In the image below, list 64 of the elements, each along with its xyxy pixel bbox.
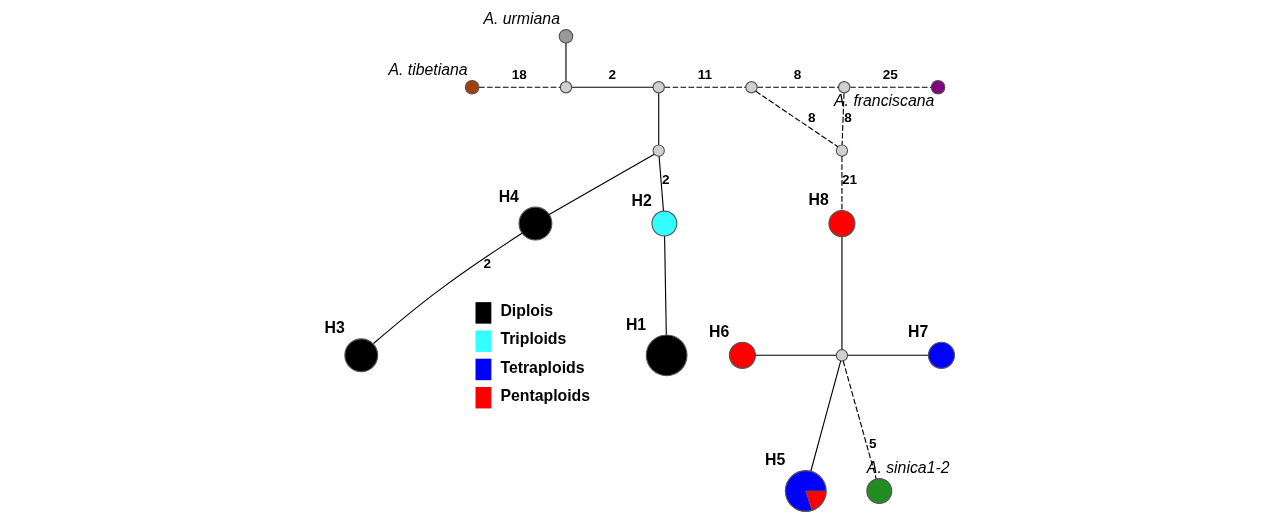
connector xyxy=(757,86,840,88)
connector xyxy=(847,354,929,356)
node-circle xyxy=(838,81,851,94)
node-label: H8 xyxy=(808,191,829,209)
connector xyxy=(841,92,845,146)
connector xyxy=(849,86,932,88)
legend-label: Tetraploids xyxy=(500,358,585,376)
connector xyxy=(478,86,561,88)
edge-label: 18 xyxy=(511,66,527,82)
node-label: H4 xyxy=(498,187,519,205)
node-circle xyxy=(927,341,956,369)
node-label: H6 xyxy=(709,322,730,340)
connector xyxy=(548,153,655,216)
edge-label: 2 xyxy=(662,172,670,188)
node-label: A. sinica1-2 xyxy=(866,459,950,477)
edge-label: 21 xyxy=(841,172,858,188)
connector xyxy=(658,155,664,212)
node-circle xyxy=(728,341,756,369)
edge-label: 11 xyxy=(697,66,713,82)
node-circle xyxy=(835,349,849,362)
node-circle xyxy=(652,81,665,94)
connector xyxy=(841,155,843,211)
edge-label: 5 xyxy=(869,435,877,451)
connector xyxy=(658,92,660,146)
connector xyxy=(841,236,843,351)
legend-label: Pentaploids xyxy=(500,386,591,404)
node-label: A. tibetiana xyxy=(388,61,468,79)
node-circle xyxy=(344,338,379,373)
node-circle xyxy=(835,144,849,157)
node-circle xyxy=(745,81,758,94)
node-label: H1 xyxy=(625,315,647,333)
legend-label: Diplois xyxy=(500,301,554,319)
connector xyxy=(664,235,667,336)
node-circle xyxy=(559,81,573,94)
node-circle xyxy=(518,206,553,241)
edge-label: 25 xyxy=(882,66,898,82)
node-label: H2 xyxy=(631,191,652,209)
node-label: H3 xyxy=(324,319,345,337)
connector xyxy=(810,360,842,472)
edge-label: 8 xyxy=(844,109,852,125)
node-circle xyxy=(930,79,946,95)
node-circle xyxy=(652,144,665,157)
edge-label: 2 xyxy=(608,66,616,82)
node-label: A. urmiana xyxy=(483,10,560,28)
node-circle xyxy=(828,209,856,238)
connector xyxy=(755,354,837,356)
node-circle xyxy=(866,478,893,505)
connector xyxy=(571,86,654,88)
node-label: H7 xyxy=(908,322,929,340)
node-circle xyxy=(464,79,480,95)
edge-label: 2 xyxy=(483,255,491,271)
connector xyxy=(842,360,877,480)
connector xyxy=(372,232,523,345)
legend-label: Triploids xyxy=(500,330,567,348)
connector xyxy=(664,86,747,88)
node-circle xyxy=(651,210,678,237)
connector xyxy=(565,42,567,82)
node-circle xyxy=(645,334,688,377)
node-label: A. franciscana xyxy=(834,91,935,109)
node-label: H5 xyxy=(765,451,786,469)
connector xyxy=(755,90,839,148)
edge-label: 8 xyxy=(793,66,802,82)
node-circle xyxy=(558,29,574,44)
edge-label: 8 xyxy=(808,109,816,125)
